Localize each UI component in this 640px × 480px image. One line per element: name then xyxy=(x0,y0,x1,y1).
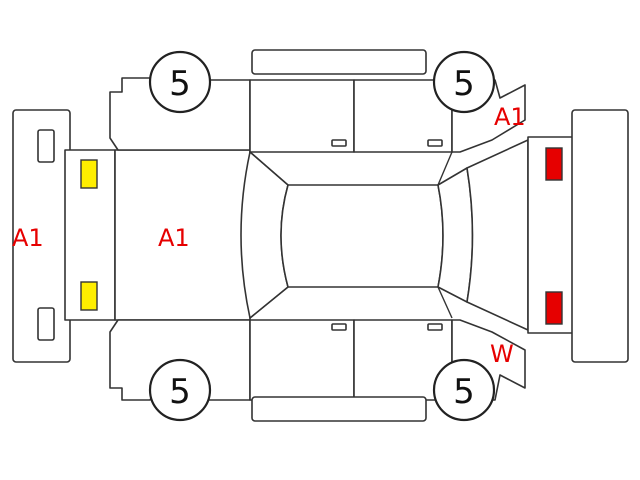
windshield xyxy=(437,167,474,303)
damage-mark-door: W xyxy=(490,340,514,368)
tire-rear-left: 5 xyxy=(148,358,212,422)
front-left-lamp xyxy=(545,147,563,181)
tire-score-rear-top: 5 xyxy=(169,64,191,104)
front-panel xyxy=(527,136,574,334)
rear-left-lamp xyxy=(80,159,98,189)
roof xyxy=(280,184,444,288)
hood xyxy=(466,139,529,331)
damage-mark-trunk: A1 xyxy=(158,224,190,252)
tire-front-left: 5 xyxy=(148,50,212,114)
rear-panel xyxy=(64,149,116,321)
bottom-rear-door xyxy=(249,319,355,401)
tire-score-rear-bottom: 5 xyxy=(169,372,191,412)
damage-mark-front-fender: A1 xyxy=(494,103,526,131)
tire-rear-right: 5 xyxy=(432,358,496,422)
front-right-lamp xyxy=(545,291,563,325)
tire-front-right: 5 xyxy=(432,50,496,114)
front-bumper xyxy=(571,109,629,363)
rear-right-lamp xyxy=(80,281,98,311)
bottom-side-sill xyxy=(251,396,427,422)
top-side-body xyxy=(109,49,526,186)
tire-score-front-bottom: 5 xyxy=(453,372,475,412)
damage-mark-rear-bumper: A1 xyxy=(12,224,44,252)
top-side-sill xyxy=(251,49,427,75)
tire-score-front-top: 5 xyxy=(453,64,475,104)
